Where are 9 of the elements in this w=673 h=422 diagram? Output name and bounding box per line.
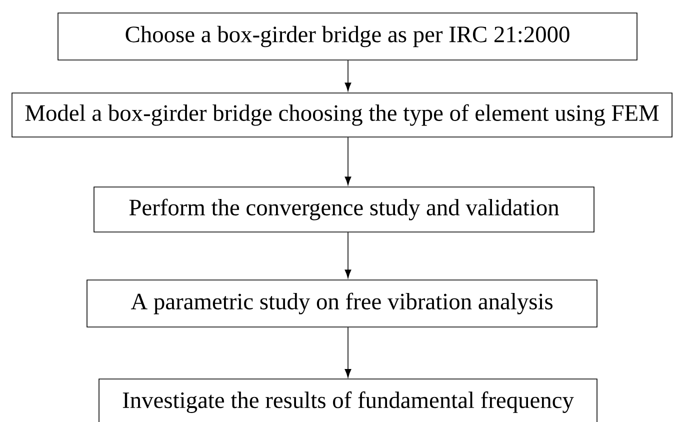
arrow bbox=[344, 60, 352, 92]
process-box: Model a box-girder bridge choosing the type of element using FEM bbox=[12, 92, 672, 138]
process-box: Choose a box-girder bridge as per IRC 21:2000 bbox=[58, 12, 638, 60]
arrow bbox=[344, 327, 352, 378]
process-box: A parametric study on free vibration analysis bbox=[86, 280, 598, 328]
arrow bbox=[344, 232, 352, 278]
process-box: Perform the convergence study and validation bbox=[94, 186, 594, 232]
arrow bbox=[344, 137, 352, 186]
process-box: Investigate the results of fundamental frequency bbox=[98, 378, 598, 422]
